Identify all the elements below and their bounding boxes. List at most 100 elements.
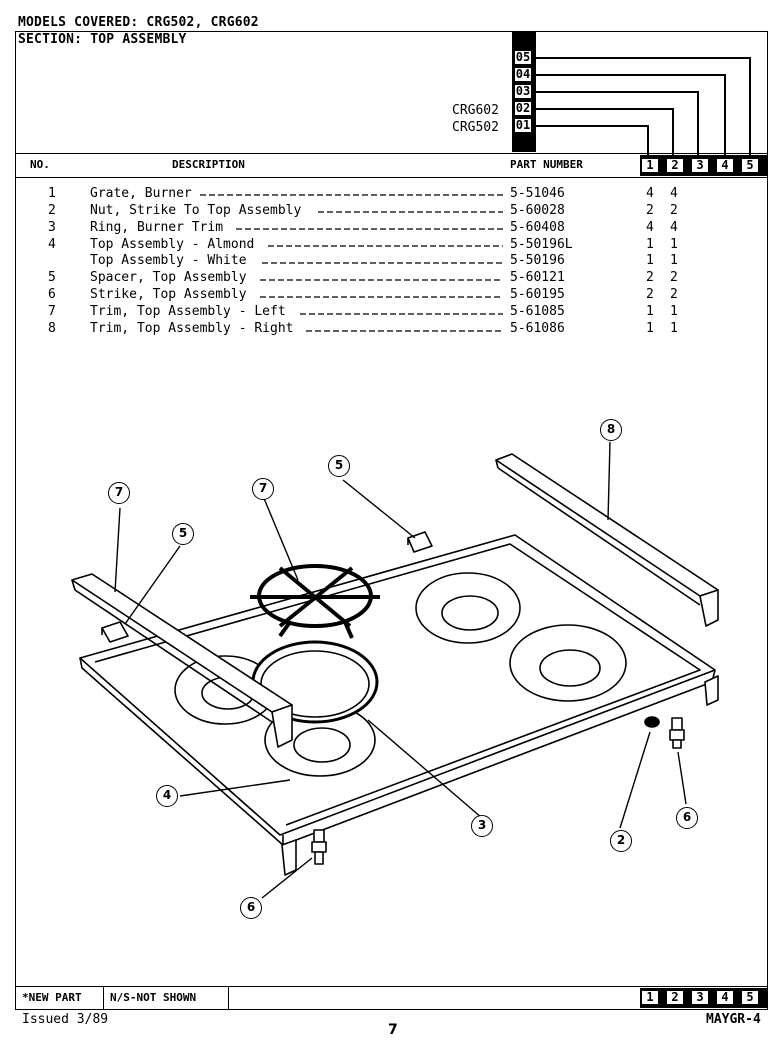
model-col-2: 2 <box>666 158 684 173</box>
part-desc: Grate, Burner <box>90 186 192 201</box>
qty-model-1: 1 <box>646 304 654 319</box>
part-number: 5-61086 <box>510 321 565 336</box>
footer-model-5: 5 <box>741 990 759 1005</box>
models-covered: MODELS COVERED: CRG502, CRG602 <box>18 15 259 30</box>
part-desc: Spacer, Top Assembly <box>90 270 247 285</box>
part-number: 5-51046 <box>510 186 565 201</box>
footer-divider <box>228 986 229 1010</box>
callout-3: 3 <box>471 815 493 837</box>
footer-model-3: 3 <box>691 990 709 1005</box>
qty-model-1: 1 <box>646 237 654 252</box>
page-number: 7 <box>388 1022 398 1038</box>
callout-4: 4 <box>156 785 178 807</box>
part-desc: Top Assembly - White <box>90 253 247 268</box>
strike-pin-right <box>669 717 685 749</box>
table-row: 2 Nut, Strike To Top Assembly 5-60028 2 … <box>0 203 678 219</box>
table-row: 1 Grate, Burner 5-51046 4 4 <box>0 186 678 202</box>
callout-6-right: 6 <box>676 807 698 829</box>
part-desc: Top Assembly - Almond <box>90 237 255 252</box>
qty-model-2: 4 <box>670 220 678 235</box>
part-no: 1 <box>48 186 56 201</box>
qty-model-2: 2 <box>670 287 678 302</box>
strike-nut <box>644 716 660 728</box>
model-col-4: 4 <box>716 158 734 173</box>
part-desc: Trim, Top Assembly - Right <box>90 321 294 336</box>
qty-model-1: 1 <box>646 253 654 268</box>
burner-rear-right <box>509 624 627 702</box>
footer-model-1: 1 <box>641 990 659 1005</box>
trim-right <box>495 453 719 627</box>
callout-8: 8 <box>600 419 622 441</box>
model-key-leaders <box>533 57 751 157</box>
model-slot-01: 01 <box>514 118 532 133</box>
part-number: 5-60121 <box>510 270 565 285</box>
table-row: 6 Strike, Top Assembly 5-60195 2 2 <box>0 287 678 303</box>
strike-pin-front <box>311 829 327 865</box>
part-no: 7 <box>48 304 56 319</box>
table-row: Top Assembly - White 5-50196 1 1 <box>0 253 678 269</box>
callout-7-trim: 7 <box>108 482 130 504</box>
callout-6-front: 6 <box>240 897 262 919</box>
qty-model-1: 4 <box>646 186 654 201</box>
qty-model-2: 1 <box>670 304 678 319</box>
header-frame <box>15 31 768 178</box>
issued-date: Issued 3/89 <box>22 1012 109 1027</box>
part-number: 5-50196 <box>510 253 565 268</box>
qty-model-1: 2 <box>646 203 654 218</box>
footer-divider <box>103 986 104 1010</box>
table-row: 4 Top Assembly - Almond 5-50196L 1 1 <box>0 237 678 253</box>
part-number: 5-60195 <box>510 287 565 302</box>
model-slot-02: 02 <box>514 101 532 116</box>
trim-left <box>71 573 293 748</box>
qty-model-2: 1 <box>670 253 678 268</box>
part-number: 5-61085 <box>510 304 565 319</box>
doc-code: MAYGR-4 <box>706 1012 761 1027</box>
qty-model-2: 2 <box>670 203 678 218</box>
part-no: 3 <box>48 220 56 235</box>
part-desc: Strike, Top Assembly <box>90 287 247 302</box>
qty-model-1: 4 <box>646 220 654 235</box>
callout-5-rear: 5 <box>328 455 350 477</box>
col-part-number: PART NUMBER <box>510 158 583 171</box>
model-name-crg602: CRG602 <box>452 103 499 118</box>
part-desc: Ring, Burner Trim <box>90 220 224 235</box>
page-frame <box>15 177 768 987</box>
exploded-diagram <box>71 441 719 899</box>
section-title: SECTION: TOP ASSEMBLY <box>18 32 187 47</box>
model-col-5: 5 <box>741 158 759 173</box>
model-slot-04: 04 <box>514 67 532 82</box>
model-name-crg502: CRG502 <box>452 120 499 135</box>
dot-leaders <box>200 194 503 332</box>
part-no: 6 <box>48 287 56 302</box>
qty-model-2: 1 <box>670 321 678 336</box>
burner-grate <box>250 564 380 639</box>
qty-model-1: 2 <box>646 287 654 302</box>
part-no: 4 <box>48 237 56 252</box>
qty-model-1: 1 <box>646 321 654 336</box>
table-row: 7 Trim, Top Assembly - Left 5-61085 1 1 <box>0 304 678 320</box>
col-description: DESCRIPTION <box>172 158 245 171</box>
part-desc: Trim, Top Assembly - Left <box>90 304 286 319</box>
model-slot-03: 03 <box>514 84 532 99</box>
table-row: 8 Trim, Top Assembly - Right 5-61086 1 1 <box>0 321 678 337</box>
col-no: NO. <box>30 158 50 171</box>
qty-model-2: 4 <box>670 186 678 201</box>
qty-model-2: 2 <box>670 270 678 285</box>
qty-model-1: 2 <box>646 270 654 285</box>
footer-model-4: 4 <box>716 990 734 1005</box>
model-col-3: 3 <box>691 158 709 173</box>
callout-5-left: 5 <box>172 523 194 545</box>
footer-model-2: 2 <box>666 990 684 1005</box>
spacer-left <box>101 621 129 643</box>
part-number: 5-50196L <box>510 237 573 252</box>
part-no: 8 <box>48 321 56 336</box>
not-shown-note: N/S-NOT SHOWN <box>110 991 197 1004</box>
table-row: 3 Ring, Burner Trim 5-60408 4 4 <box>0 220 678 236</box>
parts-list: 1 Grate, Burner 5-51046 4 4 2 Nut, Strik… <box>0 186 784 336</box>
model-col-1: 1 <box>641 158 659 173</box>
part-no: 5 <box>48 270 56 285</box>
part-no: 2 <box>48 203 56 218</box>
part-number: 5-60408 <box>510 220 565 235</box>
part-desc: Nut, Strike To Top Assembly <box>90 203 302 218</box>
burner-rear-left <box>415 572 521 644</box>
